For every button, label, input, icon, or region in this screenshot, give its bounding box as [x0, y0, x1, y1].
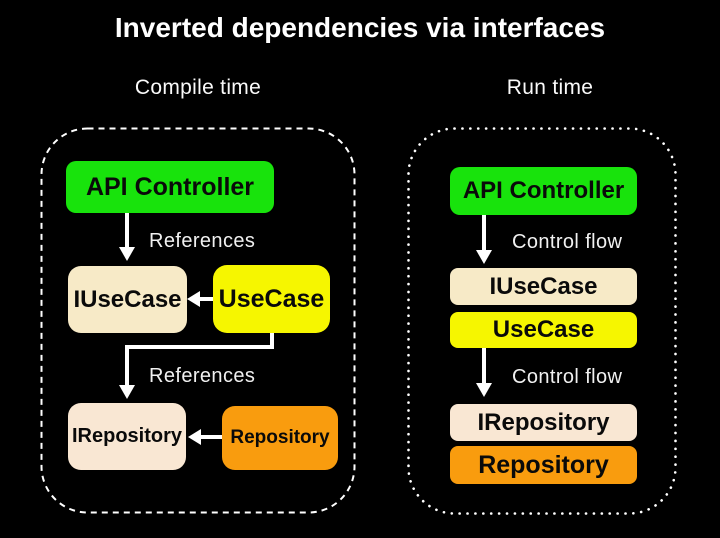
box-usecase-run: UseCase [450, 312, 637, 348]
box-repository-compile: Repository [222, 406, 338, 470]
arrow-shaft [125, 345, 129, 385]
control-flow-label-1: Control flow [512, 231, 623, 253]
arrow-head [476, 250, 492, 264]
box-usecase-compile: UseCase [213, 265, 330, 333]
dotted-border-outline [407, 127, 677, 515]
box-iusecase-run: IUseCase [450, 268, 637, 305]
run-time-heading: Run time [506, 76, 594, 99]
compile-time-panel: API Controller References IUseCase UseCa… [40, 127, 356, 514]
arrow-shaft [201, 435, 222, 439]
arrow-head [187, 291, 200, 307]
arrow-shaft [270, 333, 274, 349]
arrow-shaft [125, 213, 129, 248]
dashed-border-outline [40, 127, 356, 514]
box-iusecase-compile: IUseCase [68, 266, 187, 333]
box-api-controller-run: API Controller [450, 167, 637, 215]
arrow-head [476, 383, 492, 397]
references-label-1: References [149, 230, 256, 252]
run-time-panel: API Controller Control flow IUseCase Use… [407, 127, 677, 515]
arrow-shaft [125, 345, 274, 349]
box-irepository-run: IRepository [450, 404, 637, 441]
arrow-shaft [482, 348, 486, 383]
box-irepository-compile: IRepository [68, 403, 186, 470]
diagram-title: Inverted dependencies via interfaces [114, 12, 606, 43]
arrow-head [188, 429, 201, 445]
control-flow-label-2: Control flow [512, 366, 623, 388]
compile-time-heading: Compile time [134, 76, 262, 99]
arrow-head [119, 247, 135, 261]
arrow-shaft [482, 215, 486, 251]
box-api-controller-compile: API Controller [66, 161, 274, 213]
box-repository-run: Repository [450, 446, 637, 484]
arrow-head [119, 385, 135, 399]
arrow-shaft [200, 297, 213, 301]
references-label-2: References [149, 365, 256, 387]
